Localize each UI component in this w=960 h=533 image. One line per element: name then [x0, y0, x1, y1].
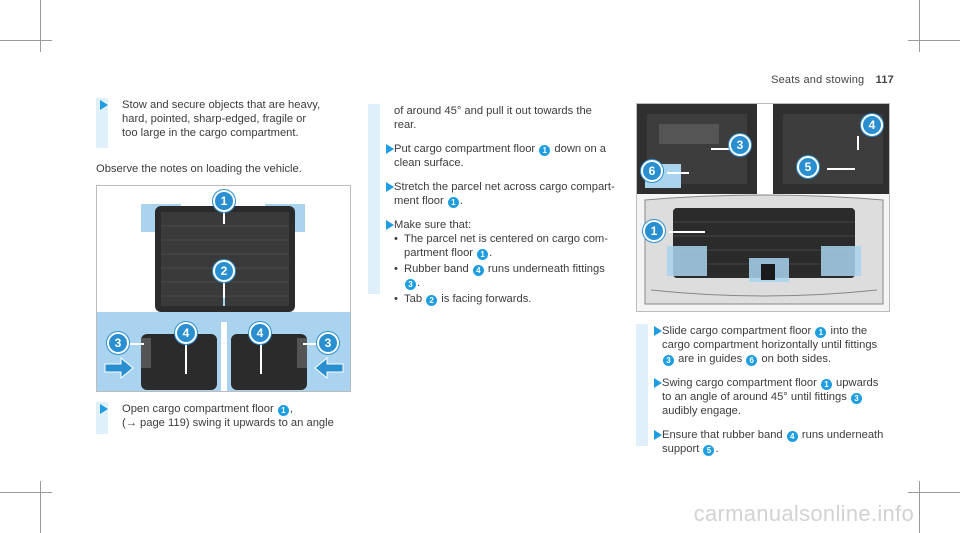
step-arrow-icon — [386, 220, 394, 230]
crop-mark — [40, 0, 41, 52]
col2-continuation: of around 45° and pull it out towards th… — [368, 104, 624, 306]
ref-badge: 1 — [447, 197, 459, 208]
col3-steps: Slide cargo compartment floor 1 into the… — [636, 324, 892, 456]
step-arrow-icon — [654, 326, 662, 336]
ref-badge: 3 — [405, 279, 416, 290]
step-arrow-icon — [654, 378, 662, 388]
callout-3-left: 3 — [107, 332, 129, 354]
ref-badge: 4 — [472, 265, 484, 276]
step-stretch: Stretch the parcel net across cargo comp… — [386, 180, 620, 208]
section-title: Seats and stowing — [771, 74, 865, 86]
ref-badge: 1 — [815, 327, 827, 338]
ref-badge: 1 — [820, 379, 832, 390]
ref-badge: 3 — [663, 355, 674, 366]
observe-note: Observe the notes on loading the vehicle… — [96, 163, 302, 175]
callout-4-left: 4 — [175, 322, 197, 344]
step-put: Put cargo compartment floor 1 down on a … — [386, 142, 620, 170]
step-arrow-icon — [100, 404, 108, 414]
step-stow: Stow and secure objects that are heavy, … — [96, 98, 350, 148]
step-arrow-icon — [386, 182, 394, 192]
ref-badge: 3 — [850, 393, 862, 404]
ref-badge: 5 — [703, 445, 715, 456]
crop-mark — [919, 481, 920, 533]
step-ensure: Ensure that rubber band 4 runs underneat… — [654, 428, 888, 456]
figure-cargo-compartment: 3 4 6 5 1 — [636, 103, 890, 312]
page-link: (→ page 119) swing it upwards to an angl… — [122, 417, 334, 429]
step-open-floor: Open cargo compartment floor 1, (→ page … — [96, 402, 350, 434]
callout-6: 6 — [641, 160, 663, 182]
ref-badge: 6 — [746, 355, 758, 366]
callout-4-right: 4 — [249, 322, 271, 344]
ref-badge: 1 — [277, 405, 289, 416]
crop-mark — [40, 481, 41, 533]
callout-3: 3 — [729, 134, 751, 156]
figure-2-illustration — [637, 104, 889, 305]
step-arrow-icon — [654, 430, 662, 440]
crop-mark — [908, 40, 960, 41]
page-header: Seats and stowing 117 — [771, 74, 894, 86]
ref-badge: 1 — [539, 145, 551, 156]
ref-badge: 4 — [786, 431, 798, 442]
crop-mark — [919, 0, 920, 52]
figure-cargo-floor-net: 1 2 3 4 4 3 — [96, 185, 351, 392]
page-number: 117 — [875, 74, 894, 86]
callout-1: 1 — [213, 190, 235, 212]
bullet-item: • Rubber band 4 runs underneath fittings… — [394, 263, 605, 290]
callout-4: 4 — [861, 114, 883, 136]
step-make-sure: Make sure that: • The parcel net is cent… — [386, 218, 620, 306]
callout-3-right: 3 — [317, 332, 339, 354]
callout-2: 2 — [213, 260, 235, 282]
watermark: carmanualsonline.info — [693, 501, 914, 526]
ref-badge: 1 — [477, 249, 489, 260]
callout-5: 5 — [797, 156, 819, 178]
step-slide: Slide cargo compartment floor 1 into the… — [654, 324, 888, 366]
step-swing: Swing cargo compartment floor 1 upwards … — [654, 376, 888, 418]
step-arrow-icon — [100, 100, 108, 110]
ref-badge: 2 — [426, 295, 438, 306]
figure-1-illustration — [97, 204, 350, 391]
bullet-item: • The parcel net is centered on cargo co… — [394, 233, 608, 260]
callout-1: 1 — [643, 220, 665, 242]
step-arrow-icon — [386, 144, 394, 154]
crop-mark — [0, 492, 52, 493]
crop-mark — [908, 492, 960, 493]
crop-mark — [0, 40, 52, 41]
bullet-item: • Tab 2 is facing forwards. — [394, 293, 532, 306]
